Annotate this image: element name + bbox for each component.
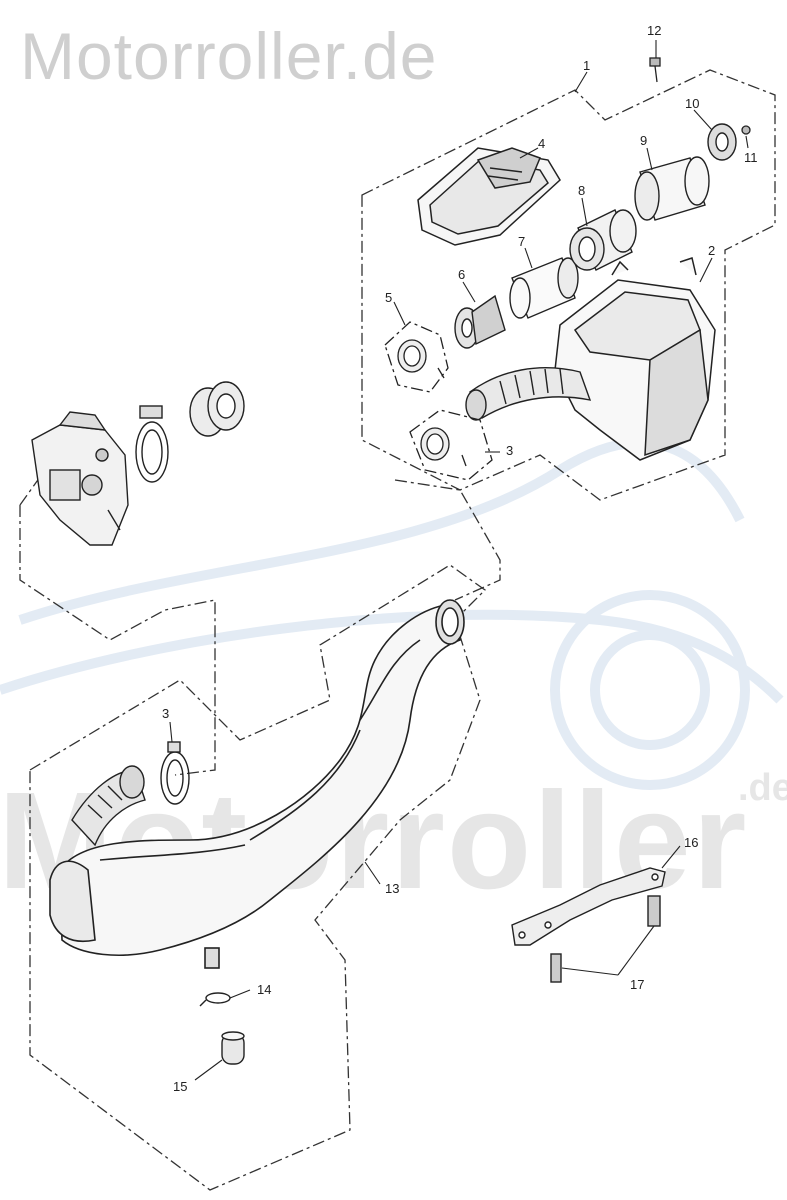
intake-boot-corrugated (71, 765, 146, 847)
callout-12: 12 (647, 23, 662, 38)
intake-silencer-tube (49, 599, 465, 969)
carburetor (31, 411, 129, 546)
group-boundary-lines (19, 69, 776, 1191)
filter-foam-8 (569, 209, 637, 271)
callout-11: 11 (744, 150, 758, 165)
callout-14: 14 (257, 982, 272, 997)
airbox-housing (554, 257, 716, 461)
callout-3-lower: 3 (162, 706, 170, 721)
callout-9: 9 (640, 133, 648, 148)
callout-5: 5 (385, 290, 393, 305)
callout-7: 7 (518, 234, 526, 249)
ring-clip-10 (707, 123, 737, 161)
leader-lines (169, 40, 749, 1081)
callout-17: 17 (630, 977, 645, 992)
intake-hose (465, 367, 592, 421)
filter-sleeve-9 (634, 156, 710, 221)
callout-6: 6 (458, 267, 466, 282)
airbox-cover-lid (417, 147, 561, 246)
clamp-3-lower (160, 741, 190, 805)
callout-13: 13 (385, 881, 400, 896)
callout-1: 1 (583, 58, 591, 73)
mounting-bracket-16 (511, 867, 666, 946)
callout-10: 10 (685, 96, 700, 111)
screw-11 (741, 125, 751, 135)
clamp-group-5 (384, 321, 449, 393)
hose-clamp-ring (135, 405, 169, 483)
bolt-12 (649, 57, 661, 83)
callout-2: 2 (708, 243, 716, 258)
carburetor-adapter (189, 381, 245, 437)
intake-funnel-6 (454, 294, 506, 349)
callout-3-upper: 3 (506, 443, 514, 458)
callout-16: 16 (684, 835, 699, 850)
drain-cap-15 (221, 1031, 245, 1065)
drain-clip-14 (199, 992, 231, 1007)
filter-cylinder-7 (509, 257, 579, 319)
callout-15: 15 (173, 1079, 188, 1094)
callout-8: 8 (578, 183, 586, 198)
watermark-swoosh (0, 437, 784, 790)
clamp-group-3-upper (409, 409, 493, 481)
watermark-top-text: Motorroller.de (20, 19, 438, 93)
callout-4: 4 (538, 136, 546, 151)
watermark-middle-suffix: .de (738, 767, 787, 809)
